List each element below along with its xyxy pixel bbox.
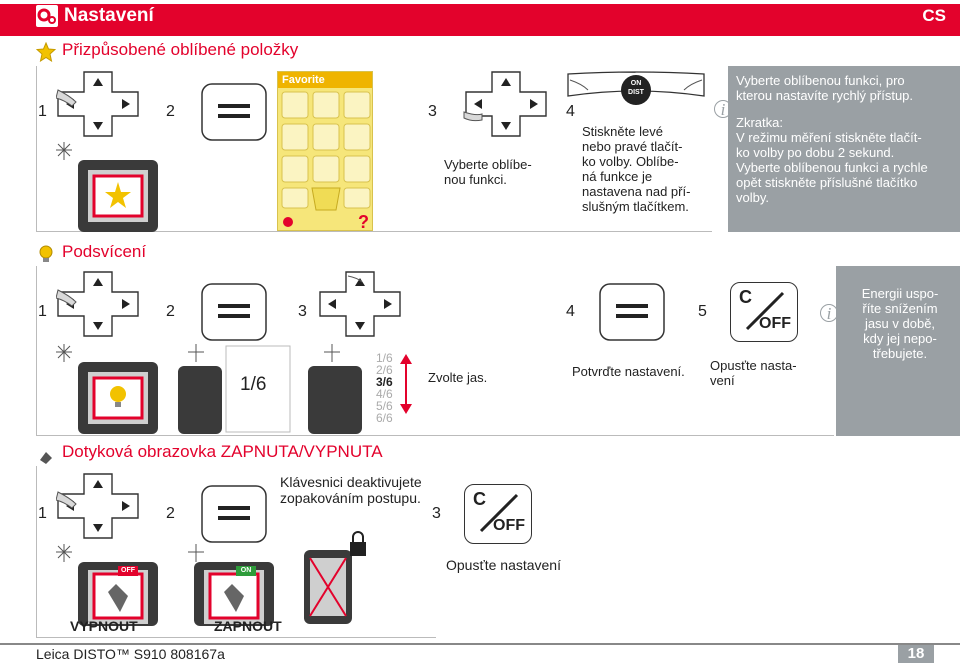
touch-step-1-number: 1: [38, 505, 47, 522]
device-bl-1: [56, 342, 166, 439]
level-item: 6/6: [376, 411, 393, 425]
equals-button-bl-2: [200, 282, 268, 347]
off-caption: VYPNOUT: [70, 618, 138, 634]
fav-step-4-text: Stiskněte levé nebo pravé tlačít- ko vol…: [582, 124, 691, 214]
lightbulb-icon: [36, 244, 56, 264]
bl-step-4-text: Potvrďte nastavení.: [572, 364, 685, 379]
on-caption: ZAPNOUT: [214, 618, 282, 634]
favorites-grid-panel: Favorite ?: [277, 71, 373, 231]
touch-steps-frame: [36, 466, 436, 638]
equals-button-fav: [200, 82, 268, 147]
svg-text:?: ?: [358, 212, 369, 230]
footer-model-text: Leica DISTO™ S910 808167a: [36, 646, 225, 662]
favorites-steps-frame: [36, 66, 712, 232]
touch-step-3-number: 3: [432, 505, 441, 522]
up-down-arrow-icon: [398, 354, 414, 419]
bl-step-3-text: Zvolte jas.: [428, 370, 488, 385]
clear-off-button-bl: C OFF: [730, 282, 798, 342]
device-bl-2: [172, 342, 292, 439]
favorites-info-text-2: Zkratka: V režimu měření stiskněte tlačí…: [736, 115, 928, 205]
off-toggle-label: OFF: [118, 566, 138, 576]
device-touch-off: [56, 542, 166, 631]
star-icon: [35, 41, 57, 63]
on-dist-keypad: [566, 70, 706, 125]
section-title-backlight: Podsvícení: [62, 242, 147, 261]
bl-step-4-number: 4: [566, 303, 575, 320]
clear-off-button-touch: C OFF: [464, 484, 532, 544]
touch-step-3-text: Opusťte nastavení: [446, 557, 561, 573]
touch-step-2-text: Klávesnici deaktivujete zopakováním post…: [280, 474, 422, 506]
bl-step-5-text: Opusťte nasta- vení: [710, 358, 797, 388]
dist-label: DIST: [628, 89, 644, 96]
footer-bar: [0, 643, 960, 663]
favorites-grid-label: Favorite: [278, 72, 372, 88]
section-title-touch: Dotyková obrazovka ZAPNUTA/VYPNUTA: [62, 442, 383, 461]
level-item: 2/6: [376, 363, 393, 377]
fav-step-2-number: 2: [166, 103, 175, 120]
bl-step-2-number: 2: [166, 303, 175, 320]
fav-step-1-number: 1: [38, 103, 47, 120]
device-touch-on: [172, 542, 282, 631]
settings-gear-icon: [36, 5, 58, 27]
backlight-value: 1/6: [240, 374, 267, 395]
device-fav-1: [56, 140, 166, 237]
page-number: 18: [898, 645, 934, 663]
nav-pad-bl-3: [316, 270, 416, 347]
section-title-favorites: Přizpůsobené oblíbené položky: [62, 40, 299, 59]
bl-step-3-number: 3: [298, 303, 307, 320]
bl-step-5-number: 5: [698, 303, 707, 320]
equals-button-touch: [200, 484, 268, 549]
fav-step-3-number: 3: [428, 103, 437, 120]
on-label: ON: [630, 80, 642, 87]
nav-pad-fav-3: [428, 70, 548, 147]
nav-pad-fav-1: [55, 70, 140, 143]
page-title: Nastavení: [64, 5, 154, 26]
fav-step-3-text: Vyberte oblíbe- nou funkci.: [444, 157, 532, 187]
favorites-info-panel: Vyberte oblíbenou funkci, pro kterou nas…: [728, 66, 960, 232]
device-bl-3: [300, 342, 370, 439]
backlight-info-text: Energii uspo- říte snížením jasu v době,…: [861, 286, 939, 361]
on-toggle-label: ON: [236, 566, 256, 576]
language-code: CS: [922, 6, 946, 25]
level-item: 4/6: [376, 387, 393, 401]
locked-device-icon: [298, 528, 378, 629]
fav-step-4-number: 4: [566, 103, 575, 120]
backlight-steps-frame: [36, 266, 834, 436]
level-item: 5/6: [376, 399, 393, 413]
bl-step-1-number: 1: [38, 303, 47, 320]
touch-hand-icon: [36, 446, 56, 466]
favorites-info-text-1: Vyberte oblíbenou funkci, pro kterou nas…: [736, 73, 914, 103]
level-item: 3/6: [376, 375, 393, 389]
nav-pad-touch-1: [55, 472, 140, 545]
backlight-info-panel: Energii uspo- říte snížením jasu v době,…: [836, 266, 960, 436]
equals-button-bl-4: [598, 282, 666, 347]
level-item: 1/6: [376, 351, 393, 365]
touch-step-2-number: 2: [166, 505, 175, 522]
backlight-levels-list: 1/6 2/6 3/6 4/6 5/6 6/6: [376, 352, 393, 424]
nav-pad-bl-1: [55, 270, 140, 343]
header-bar: [0, 4, 960, 36]
